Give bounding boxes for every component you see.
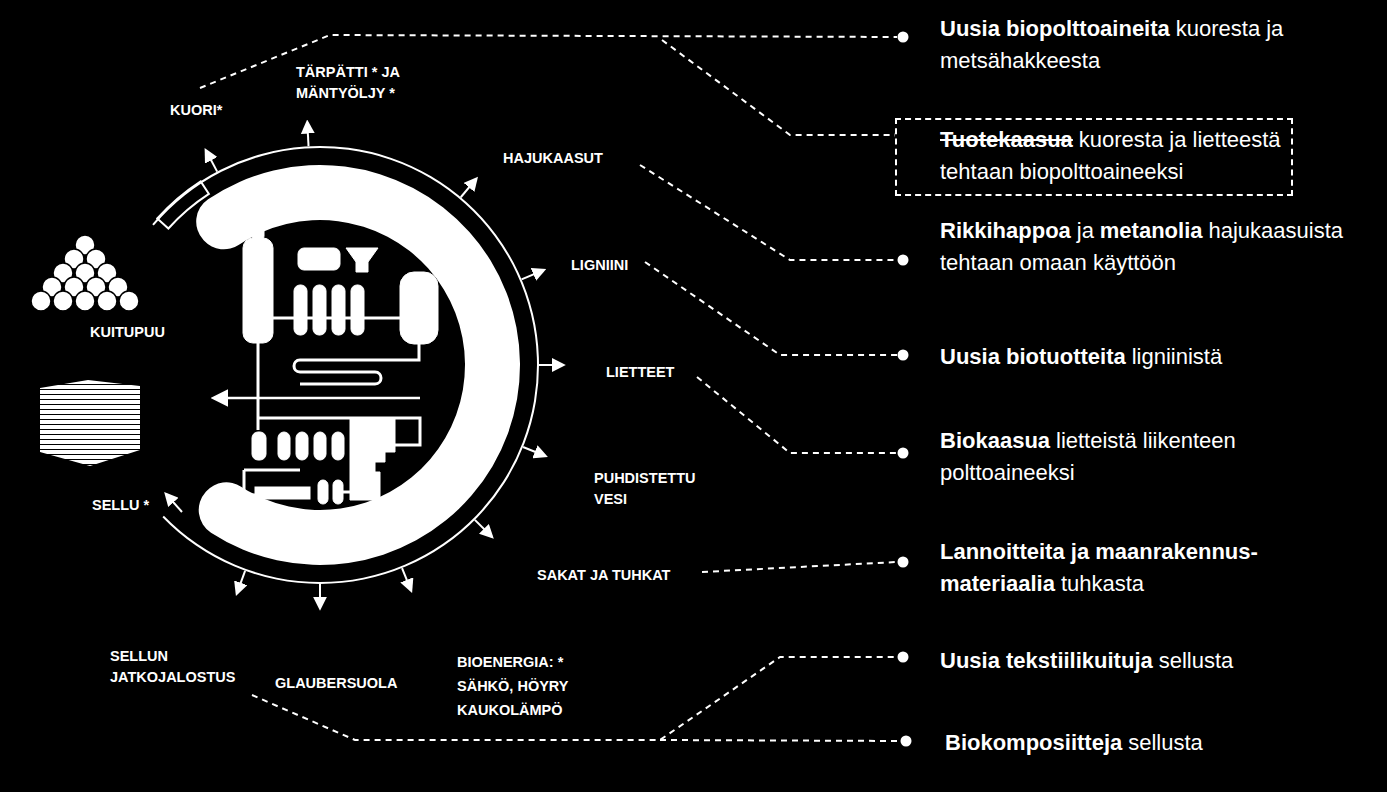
product-item: Lannoitteita ja maanrakennus-materiaalia… [940, 536, 1380, 600]
product-item: Biokomposiittejasellusta [945, 727, 1385, 759]
product-text: Uusia biotuotteita [940, 344, 1126, 369]
mill-pipes [244, 318, 420, 495]
stream-label: KUITUPUU [90, 322, 200, 343]
bark-bracket [157, 181, 209, 228]
pulp-out-arrow [166, 494, 182, 512]
product-item: Uusia biopolttoaineitakuoresta ja metsäh… [940, 13, 1380, 77]
output-arrow [237, 571, 245, 594]
stream-label: TÄRPÄTTI * JA MÄNTYÖLJY * [296, 62, 426, 104]
product-item: Biokaasualietteistä liikenteen polttoain… [940, 425, 1380, 489]
pulp-flow-arrow [214, 397, 420, 400]
product-text: ligniinistä [1132, 344, 1223, 369]
stream-label: LIETTEET [606, 362, 706, 383]
product-text: Uusia tekstiilikuituja [940, 648, 1153, 673]
outer-arc [152, 146, 539, 584]
leader-lines [200, 35, 900, 741]
stream-label: GLAUBERSUOLA [275, 673, 425, 694]
output-arrows [206, 122, 563, 608]
product-item: Rikkihappoajametanoliahajukaasuista teht… [940, 215, 1380, 279]
product-text: Biokaasua [940, 428, 1050, 453]
stream-label: SELLUN JATKOJALOSTUS [110, 646, 270, 688]
stream-label: PUHDISTETTU VESI [594, 468, 724, 510]
product-item: Uusia biotuotteitaligniinistä [940, 341, 1380, 373]
stream-label: KUORI* [170, 100, 260, 121]
product-item: Uusia tekstiilikuitujasellusta [940, 645, 1380, 677]
output-arrow [206, 150, 217, 171]
output-arrow [319, 584, 321, 608]
output-arrow [539, 364, 563, 366]
product-text: metanolia [1100, 218, 1203, 243]
stream-label: HAJUKAASUT [503, 148, 633, 169]
output-arrow [475, 520, 492, 537]
product-text: Uusia biopolttoaineita [940, 16, 1170, 41]
ring-band [196, 165, 520, 565]
log [97, 291, 117, 311]
log [31, 291, 51, 311]
output-arrow [522, 270, 544, 279]
log [53, 291, 73, 311]
product-text: Biokomposiitteja [945, 730, 1122, 755]
output-arrow [402, 568, 411, 590]
product-text: Tuotekaasua [940, 127, 1073, 152]
output-arrow [307, 122, 308, 146]
product-text: Rikkihappoa [940, 218, 1071, 243]
box-text: Tuotekaasuakuoresta ja lietteestä tehtaa… [940, 124, 1285, 188]
stream-label: LIGNIINI [571, 255, 671, 276]
product-text: sellusta [1128, 730, 1203, 755]
product-text: ja [1077, 218, 1094, 243]
stream-label: BIOENERGIA: * SÄHKÖ, HÖYRY KAUKOLÄMPÖ [457, 650, 589, 722]
process-ring [152, 146, 539, 584]
stream-label: SAKAT JA TUHKAT [537, 565, 707, 586]
product-box: Tuotekaasuakuoresta ja lietteestä tehtaa… [895, 118, 1293, 196]
stream-label: SELLU * [92, 495, 172, 516]
product-text: tuhkasta [1061, 571, 1144, 596]
log [119, 291, 139, 311]
output-arrow [523, 447, 545, 456]
product-text: sellusta [1159, 648, 1234, 673]
log-pile [31, 235, 139, 311]
pulp-bale [40, 380, 140, 466]
mill-equipment [243, 225, 438, 504]
output-arrow [461, 179, 476, 197]
log [75, 291, 95, 311]
